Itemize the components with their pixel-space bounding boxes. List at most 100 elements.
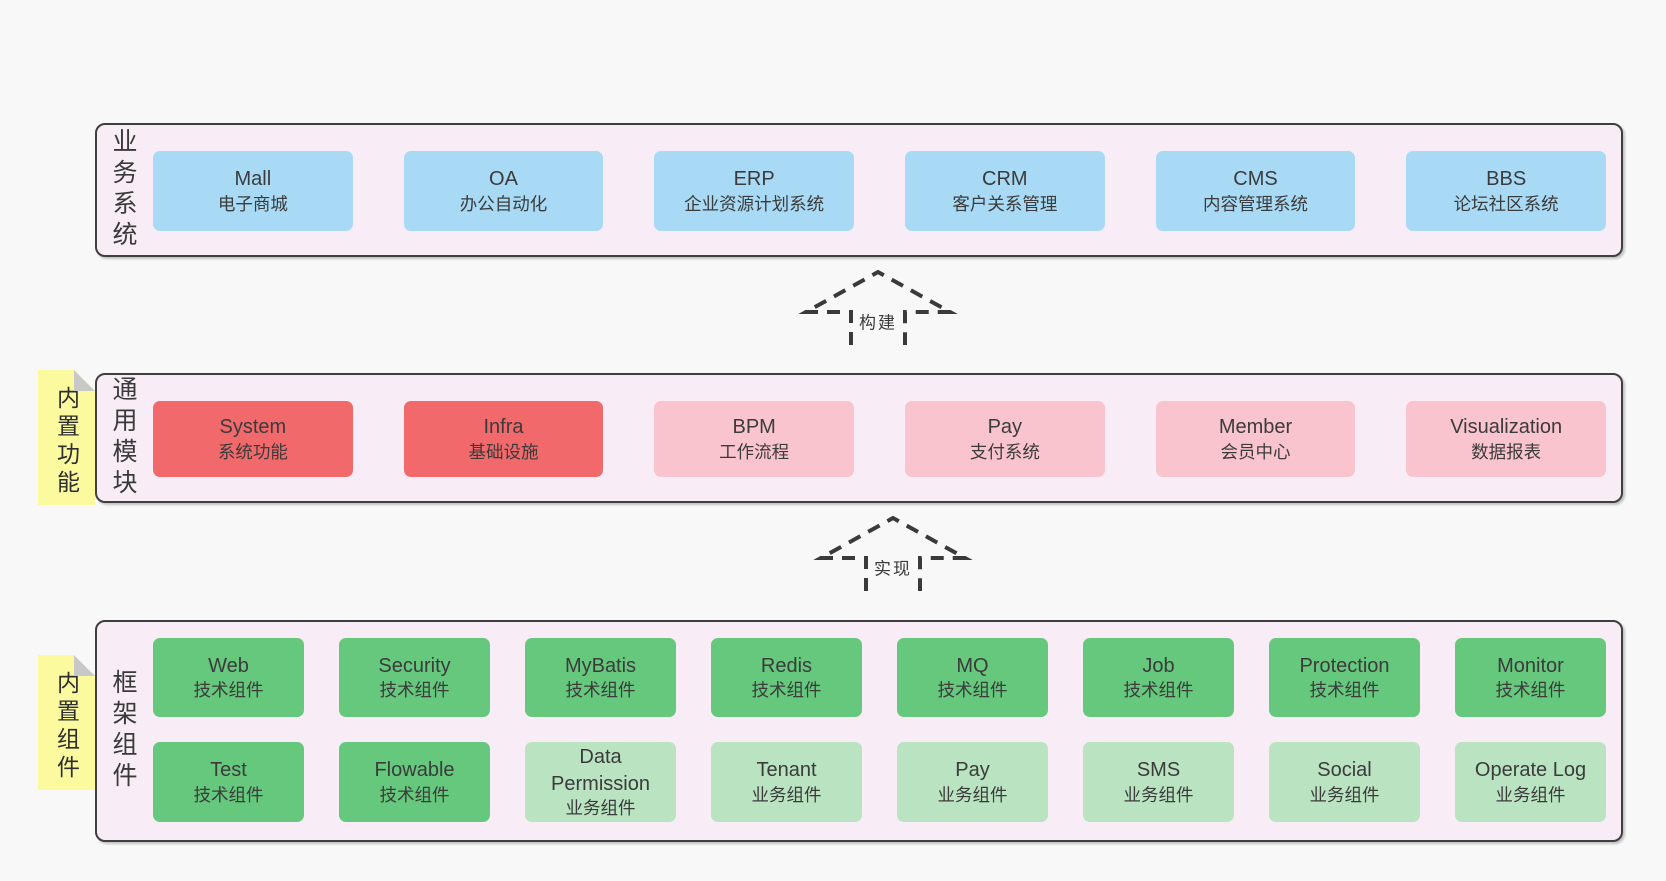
box-operate-log: Operate Log 业务组件 bbox=[1455, 742, 1606, 822]
box-subtitle: 技术组件 bbox=[193, 680, 264, 701]
box-security: Security 技术组件 bbox=[339, 638, 490, 718]
box-subtitle: 会员中心 bbox=[1220, 441, 1291, 462]
box-title: Operate Log bbox=[1474, 759, 1587, 782]
box-title: Pay bbox=[955, 759, 990, 782]
box-cms: CMS 内容管理系统 bbox=[1155, 151, 1356, 231]
box-bpm: BPM 工作流程 bbox=[654, 401, 854, 477]
box-subtitle: 工作流程 bbox=[719, 441, 790, 462]
box-title: System bbox=[219, 416, 287, 439]
box-subtitle: 技术组件 bbox=[565, 680, 636, 701]
box-subtitle: 系统功能 bbox=[217, 441, 288, 462]
box-mall: Mall 电子商城 bbox=[153, 151, 353, 231]
box-title: MQ bbox=[956, 654, 989, 677]
box-title: Protection bbox=[1299, 654, 1390, 677]
box-subtitle: 业务组件 bbox=[937, 784, 1008, 805]
box-subtitle: 客户关系管理 bbox=[952, 193, 1058, 214]
box-crm: CRM 客户关系管理 bbox=[905, 151, 1105, 231]
box-job: Job 技术组件 bbox=[1083, 638, 1234, 718]
box-subtitle: 技术组件 bbox=[1309, 680, 1380, 701]
box-title: Data Permission bbox=[551, 746, 650, 795]
box-subtitle: 技术组件 bbox=[379, 784, 450, 805]
box-title: Social bbox=[1317, 759, 1372, 782]
business-systems-panel: 业务系统 Mall 电子商城 OA 办公自动化 ERP 企业资源计划系统 CRM… bbox=[95, 123, 1623, 257]
box-title: Tenant bbox=[756, 759, 817, 782]
box-redis: Redis 技术组件 bbox=[711, 638, 862, 718]
box-visualization: Visualization 数据报表 bbox=[1406, 401, 1606, 477]
box-member: Member 会员中心 bbox=[1155, 401, 1356, 477]
box-title: CRM bbox=[982, 168, 1028, 191]
box-title: Visualization bbox=[1450, 416, 1563, 439]
box-title: Web bbox=[208, 654, 249, 677]
box-oa: OA 办公自动化 bbox=[403, 151, 604, 231]
box-mq: MQ 技术组件 bbox=[897, 638, 1048, 718]
box-subtitle: 论坛社区系统 bbox=[1453, 193, 1559, 214]
folded-corner-icon bbox=[74, 655, 95, 676]
box-subtitle: 技术组件 bbox=[193, 784, 264, 805]
box-protection: Protection 技术组件 bbox=[1269, 638, 1420, 718]
box-title: Pay bbox=[987, 416, 1023, 439]
business-systems-grid: Mall 电子商城 OA 办公自动化 ERP 企业资源计划系统 CRM 客户关系… bbox=[153, 151, 1606, 231]
box-subtitle: 企业资源计划系统 bbox=[684, 193, 825, 214]
box-subtitle: 技术组件 bbox=[379, 680, 450, 701]
common-modules-panel: 通用模块 System 系统功能 Infra 基础设施 BPM 工作流程 Pay… bbox=[95, 373, 1623, 503]
box-subtitle: 业务组件 bbox=[1309, 784, 1380, 805]
box-title: Redis bbox=[760, 654, 813, 677]
sticky-note-built-in-features: 内置功能 bbox=[38, 370, 95, 505]
build-arrow: 构建 bbox=[798, 269, 958, 347]
box-infra: Infra 基础设施 bbox=[403, 401, 604, 477]
box-pay-business: Pay 业务组件 bbox=[897, 742, 1048, 822]
box-test: Test 技术组件 bbox=[153, 742, 304, 822]
box-subtitle: 业务组件 bbox=[751, 784, 822, 805]
box-pay: Pay 支付系统 bbox=[905, 401, 1105, 477]
box-flowable: Flowable 技术组件 bbox=[339, 742, 490, 822]
box-tenant: Tenant 业务组件 bbox=[711, 742, 862, 822]
panel-label: 业务系统 bbox=[109, 128, 137, 252]
box-title: SMS bbox=[1136, 759, 1181, 782]
up-arrow-icon bbox=[813, 515, 973, 591]
box-title: MyBatis bbox=[564, 654, 637, 677]
box-subtitle: 电子商城 bbox=[217, 193, 288, 214]
arrow-label: 实现 bbox=[870, 553, 916, 581]
box-title: BBS bbox=[1486, 168, 1527, 191]
box-subtitle: 业务组件 bbox=[1123, 784, 1194, 805]
box-subtitle: 数据报表 bbox=[1471, 441, 1542, 462]
box-data-permission: Data Permission 业务组件 bbox=[525, 742, 676, 822]
box-title: Test bbox=[210, 759, 247, 782]
panel-label: 框架组件 bbox=[109, 669, 137, 793]
box-mybatis: MyBatis 技术组件 bbox=[525, 638, 676, 718]
box-subtitle: 基础设施 bbox=[468, 441, 539, 462]
box-title: Monitor bbox=[1497, 654, 1564, 677]
box-title: OA bbox=[489, 168, 518, 191]
box-title: CMS bbox=[1233, 168, 1278, 191]
box-subtitle: 业务组件 bbox=[1495, 784, 1566, 805]
box-subtitle: 技术组件 bbox=[937, 680, 1008, 701]
framework-components-grid: Web 技术组件 Security 技术组件 MyBatis 技术组件 Redi… bbox=[153, 638, 1606, 822]
common-modules-grid: System 系统功能 Infra 基础设施 BPM 工作流程 Pay 支付系统… bbox=[153, 401, 1606, 477]
box-title: Mall bbox=[234, 168, 272, 191]
box-subtitle: 技术组件 bbox=[1495, 680, 1566, 701]
box-bbs: BBS 论坛社区系统 bbox=[1406, 151, 1606, 231]
box-monitor: Monitor 技术组件 bbox=[1455, 638, 1606, 718]
box-title: Security bbox=[378, 654, 451, 677]
box-subtitle: 办公自动化 bbox=[459, 193, 548, 214]
arrow-label: 构建 bbox=[855, 307, 901, 335]
sticky-note-label: 内置组件 bbox=[53, 670, 80, 783]
box-title: BPM bbox=[732, 416, 776, 439]
box-erp: ERP 企业资源计划系统 bbox=[654, 151, 854, 231]
folded-corner-icon bbox=[74, 370, 95, 391]
box-title: Flowable bbox=[374, 759, 455, 782]
box-web: Web 技术组件 bbox=[153, 638, 304, 718]
box-social: Social 业务组件 bbox=[1269, 742, 1420, 822]
framework-components-panel: 框架组件 Web 技术组件 Security 技术组件 MyBatis 技术组件… bbox=[95, 620, 1623, 842]
box-subtitle: 支付系统 bbox=[969, 441, 1040, 462]
box-title: Infra bbox=[483, 416, 524, 439]
box-subtitle: 内容管理系统 bbox=[1202, 193, 1308, 214]
panel-label: 通用模块 bbox=[109, 376, 137, 500]
box-subtitle: 技术组件 bbox=[1123, 680, 1194, 701]
up-arrow-icon bbox=[798, 269, 958, 345]
box-sms: SMS 业务组件 bbox=[1083, 742, 1234, 822]
box-title: Job bbox=[1142, 654, 1175, 677]
box-system: System 系统功能 bbox=[153, 401, 353, 477]
box-title: Member bbox=[1218, 416, 1293, 439]
